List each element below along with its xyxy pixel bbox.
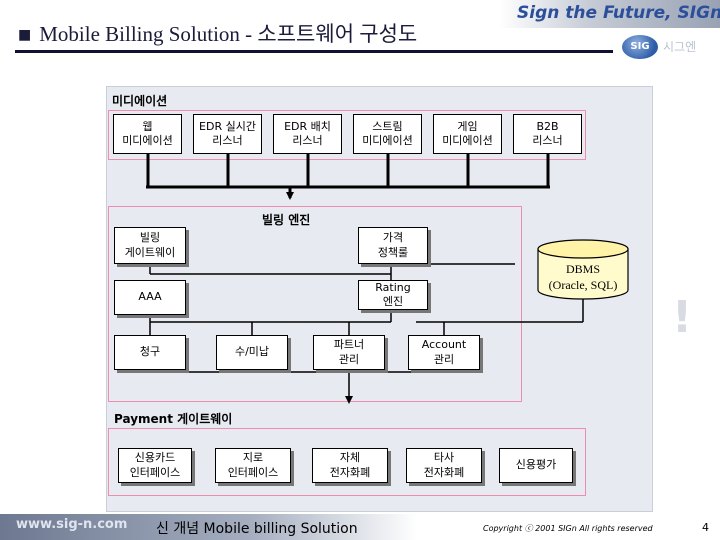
page-number: 4 xyxy=(702,521,709,534)
edr-batch-listener-box: EDR 배치 리스너 xyxy=(273,114,342,154)
other-e-money-box: 타사 전자화폐 xyxy=(406,448,482,483)
footer-concept: 신 개념 Mobile billing Solution xyxy=(156,521,358,537)
own-e-money-box: 자체 전자화폐 xyxy=(312,448,388,483)
footer-band xyxy=(0,514,720,540)
sign-logo-icon: SIG xyxy=(622,35,658,59)
billing-gateway-box: 빌링 게이트웨이 xyxy=(114,227,186,264)
partner-mgmt-box: 파트너 관리 xyxy=(313,335,385,370)
billing-engine-group xyxy=(108,206,522,402)
page-title: ■ Mobile Billing Solution - 소프트웨어 구성도 xyxy=(18,18,417,48)
b2b-listener-box: B2B 리스너 xyxy=(513,114,582,154)
payment-gateway-label: Payment 게이트웨이 xyxy=(114,412,233,426)
mediation-label: 미디에이션 xyxy=(112,94,168,108)
title-bullet: ■ xyxy=(18,27,32,43)
giro-interface-box: 지로 인터페이스 xyxy=(215,448,291,483)
tagline: Sign the Future, SIGn! xyxy=(517,3,720,23)
mediation-group xyxy=(108,110,586,160)
price-policy-box: 가격 정책룰 xyxy=(358,227,428,264)
watermark: ! xyxy=(672,292,693,343)
stream-mediation-box: 스트림 미디에이션 xyxy=(353,114,422,154)
copyright: Copyright ⓒ 2001 SIGn All rights reserve… xyxy=(483,524,653,533)
edr-realtime-listener-box: EDR 실시간 리스너 xyxy=(193,114,262,154)
billing-engine-label: 빌링 엔진 xyxy=(262,213,311,227)
title-underline xyxy=(15,50,613,53)
aaa-box: AAA xyxy=(114,280,186,315)
receipt-box: 수/미납 xyxy=(216,335,288,370)
rating-engine-box: Rating 엔진 xyxy=(358,280,428,310)
payment-gateway-group xyxy=(108,428,586,496)
title-text: Mobile Billing Solution - 소프트웨어 구성도 xyxy=(39,22,418,46)
site-url: www.sig-n.com xyxy=(16,517,128,532)
credit-card-interface-box: 신용카드 인터페이스 xyxy=(118,448,192,483)
web-mediation-box: 웹 미디에이션 xyxy=(113,114,182,154)
dbms-label: DBMS (Oracle, SQL) xyxy=(548,262,618,292)
logo-text: 시그엔 xyxy=(663,40,697,54)
account-mgmt-box: Account 관리 xyxy=(408,335,480,370)
credit-rating-box: 신용평가 xyxy=(499,448,573,483)
game-mediation-box: 게임 미디에이션 xyxy=(433,114,502,154)
invoice-box: 청구 xyxy=(114,335,186,370)
tagline-band xyxy=(500,0,720,28)
